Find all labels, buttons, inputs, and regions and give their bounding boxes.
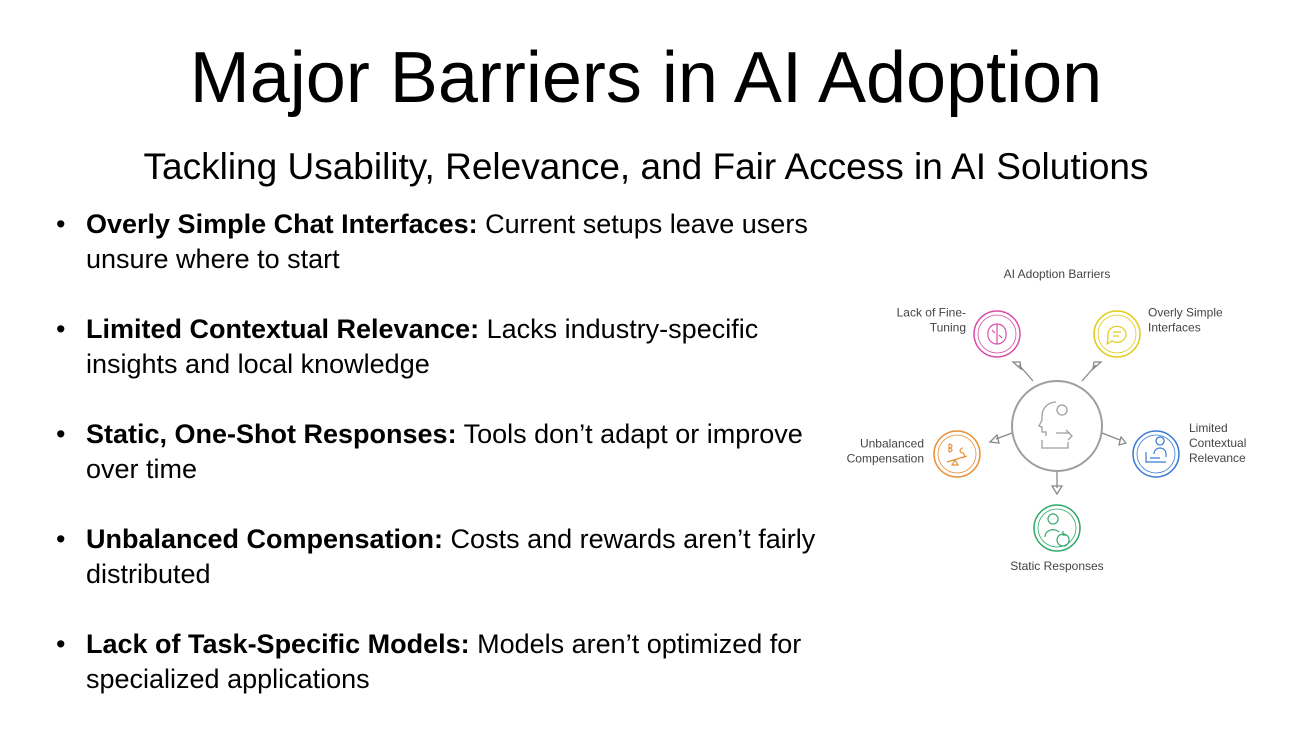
barrier-node-label: Lack of Fine-Tuning (897, 306, 966, 335)
barrier-node-inner-ring (1097, 314, 1137, 354)
bullet-icon: • (56, 629, 66, 659)
barrier-node-circle (1093, 310, 1141, 358)
arrow-to-fine-tuning (1011, 361, 1034, 382)
barrier-node: Lack of Fine-Tuning (897, 306, 1021, 358)
barrier-description: Current setups leave users unsure where … (86, 209, 808, 274)
barrier-node-label: Static Responses (1010, 559, 1103, 573)
barrier-item: • Lack of Task-Specific Models: Models ar… (56, 627, 836, 732)
arrow-to-static-responses (1050, 471, 1064, 496)
barrier-node-inner-ring (1037, 508, 1077, 548)
diagram-title: AI Adoption Barriers (1004, 267, 1111, 281)
barrier-node-circle (1033, 504, 1081, 552)
barrier-item: • Overly Simple Chat Interfaces: Current … (56, 207, 836, 312)
adoption-barriers-diagram: AI Adoption Barriers Lack of Fine-Tuning… (830, 258, 1270, 588)
bullet-icon: • (56, 524, 66, 554)
barrier-item: • Static, One-Shot Responses: Tools don’t… (56, 417, 836, 522)
barrier-node-inner-ring (977, 314, 1017, 354)
head-gear-icon (1038, 401, 1073, 449)
barrier-item: • Limited Contextual Relevance: Lacks ind… (56, 312, 836, 417)
barrier-description: Models aren’t optimized for specialized … (86, 629, 802, 694)
barrier-heading: Unbalanced Compensation: (86, 524, 444, 554)
barrier-node-inner-ring (937, 434, 977, 474)
bullet-icon: • (56, 314, 66, 344)
center-node (1011, 380, 1103, 472)
user-clock-icon (1044, 513, 1070, 547)
bullet-icon: • (56, 419, 66, 449)
barrier-node-label-line: Interfaces (1148, 321, 1201, 335)
barrier-node-inner-ring (1136, 434, 1176, 474)
barrier-item: • Unbalanced Compensation: Costs and rewa… (56, 522, 836, 627)
barrier-heading: Limited Contextual Relevance: (86, 314, 480, 344)
barrier-node-label-line: Compensation (847, 452, 924, 466)
barrier-node-label-line: Unbalanced (860, 437, 924, 451)
barrier-node-circle (1132, 430, 1180, 478)
barrier-description: Costs and rewards aren’t fairly distribu… (86, 524, 816, 589)
center-circle (1011, 380, 1103, 472)
barrier-node-label-line: Lack of Fine- (897, 306, 966, 320)
chat-bubble-icon (1106, 325, 1127, 346)
slide-subtitle: Tackling Usability, Relevance, and Fair … (143, 146, 1149, 187)
barrier-description: Tools don’t adapt or improve over time (86, 419, 803, 484)
barrier-heading: Lack of Task-Specific Models: (86, 629, 470, 659)
barrier-node-label-line: Contextual (1189, 436, 1246, 450)
balance-money-icon (946, 443, 968, 466)
barrier-list: • Overly Simple Chat Interfaces: Current … (56, 207, 836, 732)
person-desk-icon (1145, 436, 1167, 463)
diagram-arrows (988, 361, 1128, 496)
arrow-to-compensation (988, 432, 1013, 444)
arrow-to-simple-interfaces (1081, 361, 1103, 382)
barrier-node-label-line: Static Responses (1010, 559, 1103, 573)
barrier-node-label-line: Relevance (1189, 451, 1246, 465)
barrier-node-label-line: Tuning (930, 321, 966, 335)
barrier-heading: Static, One-Shot Responses: (86, 419, 457, 449)
brain-icon (987, 323, 1007, 345)
slide-title: Major Barriers in AI Adoption (189, 38, 1103, 118)
barrier-node-label-line: Overly Simple (1148, 306, 1223, 320)
barrier-node: Static Responses (1010, 504, 1104, 573)
arrow-to-contextual-relevance (1101, 432, 1128, 446)
diagram-canvas: AI Adoption Barriers Lack of Fine-Tuning… (847, 267, 1247, 574)
barrier-node-circle (933, 430, 981, 478)
barrier-heading: Overly Simple Chat Interfaces: (86, 209, 478, 239)
bullet-icon: • (56, 209, 66, 239)
barrier-node-label-line: Limited (1189, 421, 1228, 435)
barrier-description: Lacks industry-specific insights and loc… (86, 314, 759, 379)
